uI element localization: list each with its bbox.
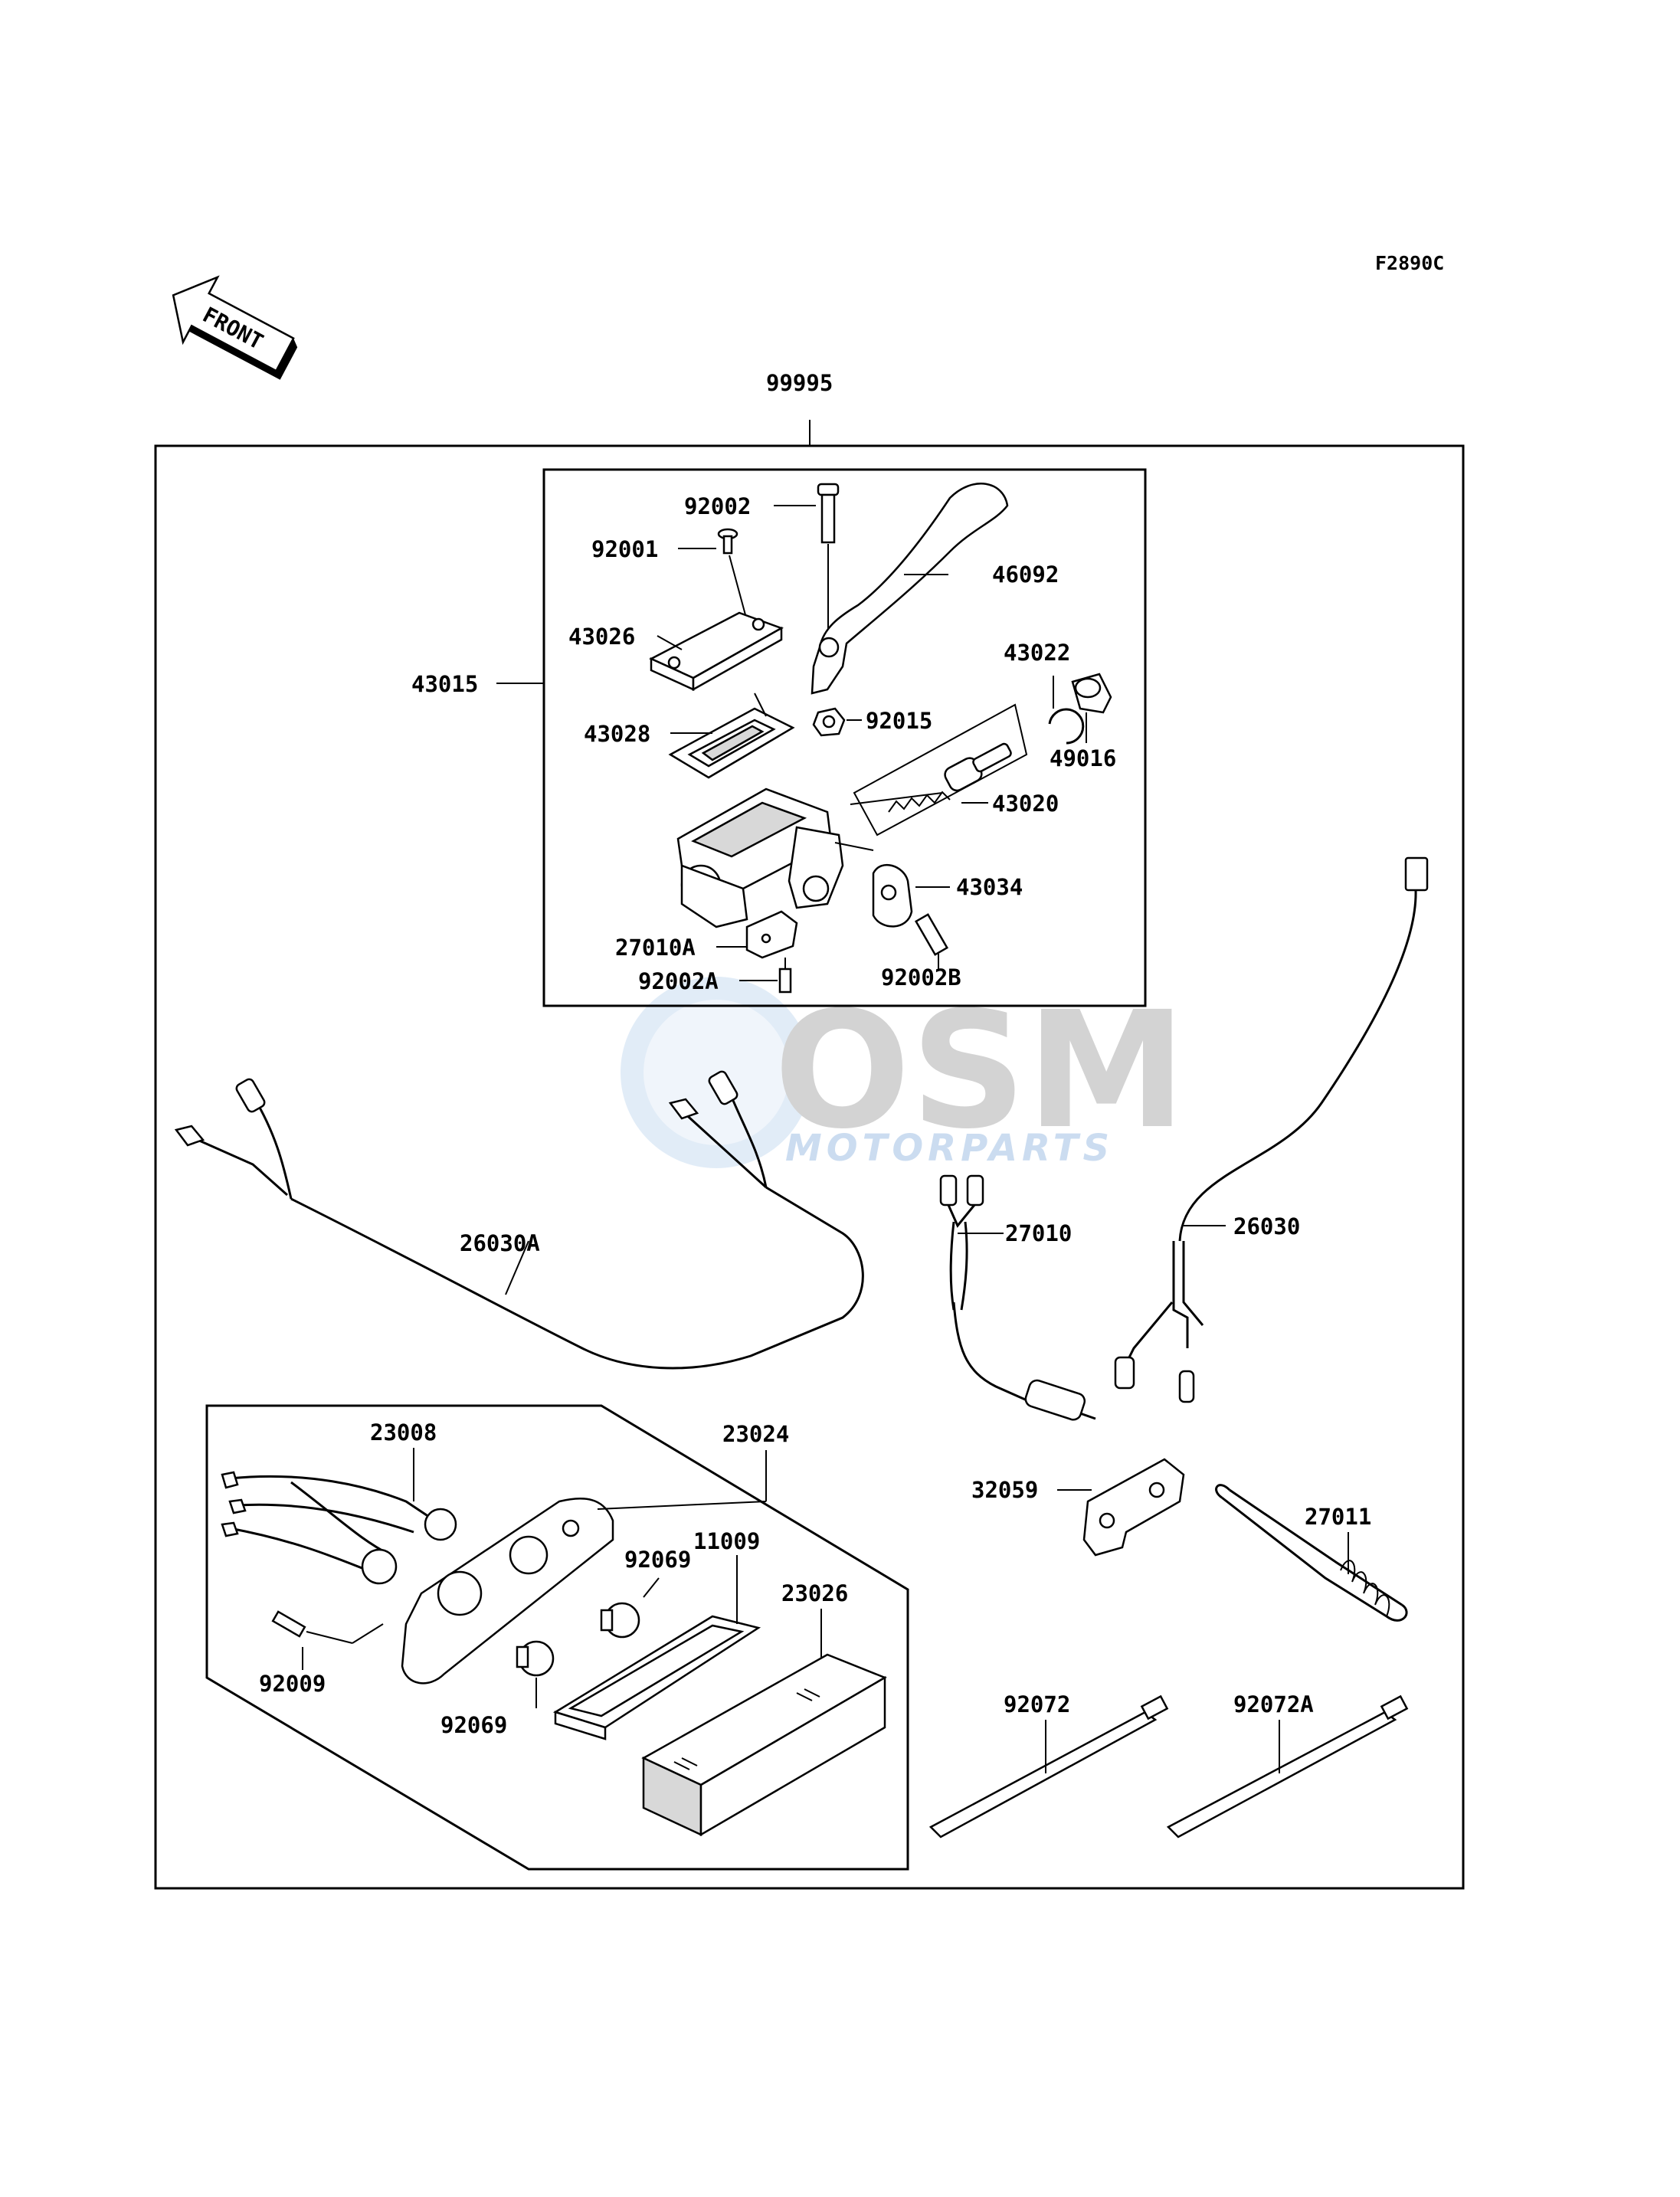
label-92015: 92015 — [866, 708, 932, 734]
clamp-43034 — [872, 864, 913, 928]
label-23026: 23026 — [781, 1580, 848, 1606]
label-26030A: 26030A — [460, 1230, 540, 1256]
cable-tie-92072 — [928, 1694, 1169, 1838]
master-cylinder-frame — [542, 468, 1147, 1007]
bolt-92002B — [914, 913, 949, 969]
label-92002B: 92002B — [881, 964, 961, 990]
label-92002A: 92002A — [638, 968, 719, 994]
circlip-43022 — [1048, 708, 1085, 745]
label-92072: 92072 — [1004, 1691, 1070, 1717]
diaphragm-43028 — [668, 692, 795, 779]
switch-harness-27010 — [939, 1174, 1096, 1421]
bulb-92069-b — [516, 1640, 555, 1677]
label-23024: 23024 — [722, 1421, 789, 1447]
screw-92002A — [778, 958, 792, 994]
cap-43026 — [649, 611, 784, 692]
label-27010: 27010 — [1005, 1220, 1072, 1246]
label-92001: 92001 — [591, 536, 658, 562]
bulb-92069-a — [600, 1602, 640, 1639]
label-27011: 27011 — [1305, 1504, 1371, 1530]
screw-92001 — [717, 528, 748, 621]
label-49016: 49016 — [1050, 745, 1116, 771]
bracket-32059 — [1082, 1458, 1185, 1557]
gasket-11009 — [552, 1615, 761, 1740]
bolt-92009 — [271, 1610, 384, 1644]
label-92072A: 92072A — [1233, 1691, 1314, 1717]
label-46092: 46092 — [992, 562, 1059, 588]
label-43026: 43026 — [568, 624, 635, 650]
harness-26030 — [1114, 856, 1429, 1403]
lens-23026 — [641, 1653, 887, 1837]
spring-27011 — [1215, 1484, 1408, 1622]
cable-tie-92072A — [1166, 1694, 1409, 1838]
label-43022: 43022 — [1004, 640, 1070, 666]
label-92069-b: 92069 — [440, 1712, 507, 1738]
figure-code: F2890C — [1375, 252, 1444, 274]
label-43015: 43015 — [411, 671, 478, 697]
bolt-92002 — [817, 483, 840, 643]
label-43034: 43034 — [956, 874, 1023, 900]
label-23008: 23008 — [370, 1419, 437, 1446]
lever-46092 — [811, 483, 1009, 695]
watermark: OSM MOTORPARTS — [621, 977, 1187, 1170]
front-arrow-icon: FRONT — [172, 275, 298, 380]
master-cylinder-body — [676, 787, 874, 928]
label-27010A: 27010A — [615, 935, 696, 961]
label-92069-a: 92069 — [624, 1547, 691, 1573]
switch-27010A — [745, 910, 798, 959]
tail-light-frame — [205, 1404, 909, 1871]
label-43028: 43028 — [584, 721, 650, 747]
boot-49016 — [1071, 673, 1112, 714]
label-99995: 99995 — [766, 370, 833, 396]
label-26030: 26030 — [1233, 1213, 1300, 1239]
label-92009: 92009 — [259, 1671, 326, 1697]
label-43020: 43020 — [992, 791, 1059, 817]
label-92002: 92002 — [684, 493, 751, 519]
label-32059: 32059 — [971, 1477, 1038, 1503]
watermark-brand: OSM — [774, 977, 1187, 1164]
housing-23024 — [401, 1450, 767, 1685]
nut-92015 — [812, 707, 846, 737]
label-11009: 11009 — [693, 1528, 760, 1554]
watermark-subtext: MOTORPARTS — [785, 1127, 1114, 1170]
socket-harness-23008 — [221, 1471, 457, 1585]
harness-26030A — [174, 1070, 864, 1370]
piston-kit-43020 — [850, 703, 1028, 837]
